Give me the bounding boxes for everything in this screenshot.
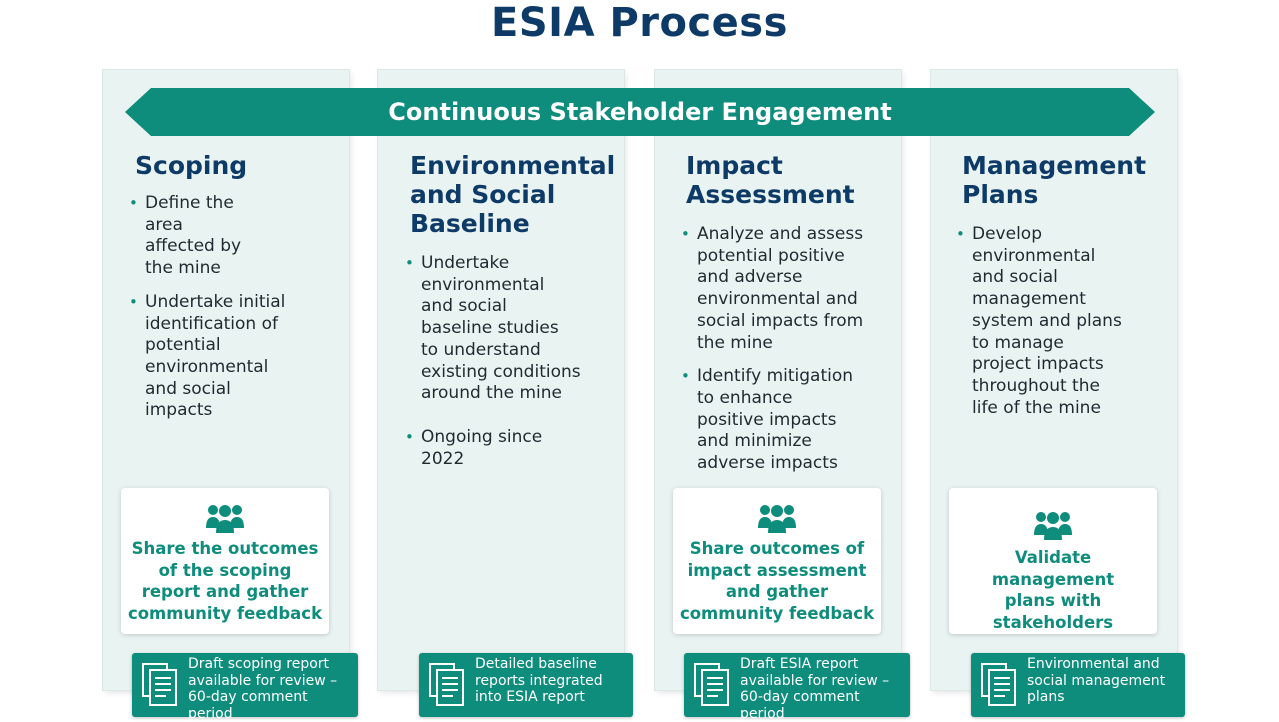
documents-icon [429, 663, 464, 706]
stakeholder-engagement-banner: Continuous Stakeholder Engagement [125, 88, 1155, 136]
documents-icon [142, 663, 177, 706]
people-group-icon [1034, 512, 1072, 540]
double-arrow-shape [125, 88, 1155, 136]
people-group-icon [758, 505, 796, 533]
deliverable-text: Detailed baseline reports integrated int… [475, 656, 603, 705]
column-title-impact: Impact Assessment [686, 151, 855, 209]
column-title-line: and Social [410, 180, 556, 209]
deliverable-box-baseline: Detailed baseline reports integrated int… [419, 653, 633, 717]
deliverable-box-scoping: Draft scoping report available for revie… [132, 653, 358, 722]
deliverable-text: Draft ESIA report available for review –… [740, 656, 890, 722]
bullet-item: Ongoing since 2022 [405, 427, 551, 470]
column-title-line: Assessment [686, 180, 855, 209]
deliverable-box-management: Environmental and social management plan… [971, 653, 1185, 717]
column-title-management: Management Plans [962, 151, 1146, 209]
column-title-line: Impact [686, 151, 783, 180]
bullet-item: Undertake initial identification of pote… [129, 292, 291, 422]
bullet-list-impact: Analyze and assess potential positive an… [681, 224, 881, 487]
deliverable-text: Environmental and social management plan… [1027, 656, 1166, 705]
people-group-icon [206, 505, 244, 533]
bullet-item: Identify mitigation to enhance positive … [681, 366, 863, 475]
bullet-item: Define the area affected by the mine [129, 193, 257, 280]
card-text: Validate management plans with stakehold… [991, 548, 1115, 633]
column-title-line: Management [962, 151, 1147, 180]
bullet-list-management: Develop environmental and social managem… [956, 224, 1156, 431]
documents-icon [694, 663, 729, 706]
column-title-line: Environmental [410, 151, 616, 180]
engagement-card-management: Validate management plans with stakehold… [949, 488, 1157, 634]
bullet-item: Develop environmental and social managem… [956, 224, 1122, 419]
column-title-line: Plans [962, 180, 1039, 209]
bullet-list-scoping: Define the area affected by the mine Und… [129, 193, 319, 434]
bullet-item: Analyze and assess potential positive an… [681, 224, 869, 354]
bullet-list-baseline: Undertake environmental and social basel… [405, 253, 595, 482]
page-title: ESIA Process [491, 0, 788, 46]
card-text: Share the outcomes of the scoping report… [127, 539, 323, 624]
engagement-card-scoping: Share the outcomes of the scoping report… [121, 488, 329, 634]
column-title-baseline: Environmental and Social Baseline [410, 151, 615, 238]
column-title-line: Scoping [135, 151, 248, 180]
engagement-card-impact: Share outcomes of impact assessment and … [673, 488, 881, 634]
column-title-scoping: Scoping [135, 151, 247, 180]
banner-label: Continuous Stakeholder Engagement [388, 98, 892, 126]
card-text: Share outcomes of impact assessment and … [679, 539, 875, 624]
deliverable-text: Draft scoping report available for revie… [188, 656, 338, 722]
deliverable-box-impact: Draft ESIA report available for review –… [684, 653, 910, 722]
column-title-line: Baseline [410, 209, 530, 238]
bullet-item: Undertake environmental and social basel… [405, 253, 581, 405]
documents-icon [981, 663, 1016, 706]
